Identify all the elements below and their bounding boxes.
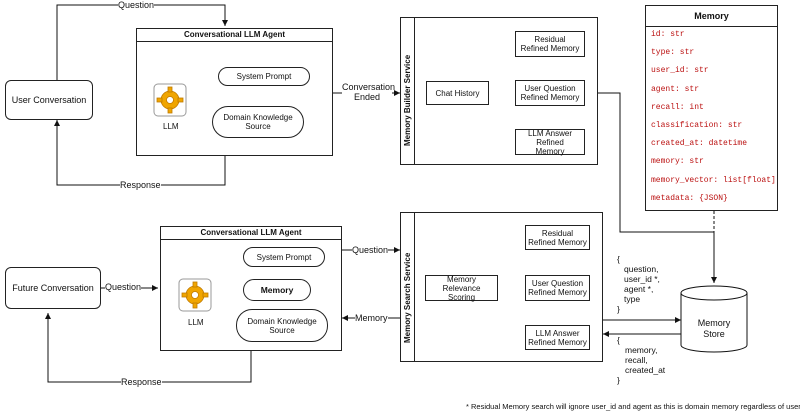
gear-icon: [178, 278, 212, 312]
chat-history-box: Chat History: [426, 81, 489, 105]
schema-field: created_at: datetime: [651, 139, 748, 149]
request-line: {: [617, 254, 620, 264]
builder-residual-box: Residual Refined Memory: [515, 31, 585, 57]
schema-field: recall: int: [651, 102, 704, 112]
agent-memory-label: Memory: [355, 313, 388, 323]
bottom-question-label: Question: [105, 282, 142, 292]
request-line: agent *,: [624, 284, 654, 294]
schema-field: agent: str: [651, 84, 700, 94]
schema-field: classification: str: [651, 121, 743, 130]
top-agent-title: Conversational LLM Agent: [137, 29, 332, 42]
gear-icon: [153, 83, 187, 117]
response-line: {: [617, 335, 620, 345]
schema-field: user_id: str: [651, 66, 709, 76]
memory-store-label: Memory Store: [697, 318, 731, 339]
top-llm-label: LLM: [163, 122, 179, 131]
agent-question-label: Question: [352, 245, 389, 255]
schema-field: id: str: [651, 30, 685, 39]
search-service-title: Memory Search Service: [403, 252, 412, 343]
schema-field: metadata: {JSON}: [651, 193, 728, 203]
top-domain-knowledge: Domain Knowledge Source: [212, 106, 304, 138]
bottom-response-label: Response: [121, 377, 162, 387]
future-conversation-box: Future Conversation: [5, 267, 101, 309]
memory-schema-table: Memory id: str type: str user_id: str agent…: [645, 5, 778, 211]
builder-llm-answer-box: LLM Answer Refined Memory: [515, 129, 585, 156]
footnote: * Residual Memory search will ignore use…: [466, 402, 800, 411]
bottom-memory-pill: Memory: [243, 279, 311, 301]
store-response-payload: { memory, recall, created_at }: [617, 335, 665, 385]
bottom-agent-title: Conversational LLM Agent: [161, 227, 341, 240]
top-response-label: Response: [120, 180, 161, 190]
response-line: recall,: [625, 355, 648, 365]
search-user-question-box: User Question Refined Memory: [525, 275, 590, 301]
builder-service-band: [401, 18, 415, 164]
relevance-scoring-box: Memory Relevance Scoring: [425, 275, 498, 302]
request-line: user_id *,: [624, 274, 660, 284]
schema-field: type: str: [651, 48, 695, 58]
bottom-llm-label: LLM: [188, 318, 204, 327]
builder-user-question-box: User Question Refined Memory: [515, 80, 585, 106]
request-line: type: [624, 294, 641, 304]
store-request-payload: { question, user_id *, agent *, type }: [617, 254, 660, 314]
response-line: }: [617, 375, 620, 385]
request-line: }: [617, 304, 620, 314]
conversation-ended-label: Conversation Ended: [342, 82, 396, 102]
search-llm-answer-box: LLM Answer Refined Memory: [525, 325, 590, 350]
top-question-label: Question: [118, 0, 155, 10]
search-service-band: [401, 213, 415, 361]
request-line: question,: [624, 264, 659, 274]
schema-title: Memory: [646, 6, 777, 27]
user-conversation-label: User Conversation: [11, 95, 87, 105]
future-conversation-label: Future Conversation: [12, 283, 94, 293]
builder-service-title: Memory Builder Service: [403, 54, 412, 146]
user-conversation-box: User Conversation: [5, 80, 93, 120]
bottom-system-prompt: System Prompt: [243, 247, 325, 267]
response-line: memory,: [625, 345, 658, 355]
search-residual-box: Residual Refined Memory: [525, 225, 590, 250]
top-system-prompt: System Prompt: [218, 67, 310, 86]
schema-field: memory: str: [651, 157, 704, 167]
schema-field: memory_vector: list[float]: [651, 175, 776, 185]
bottom-domain-knowledge: Domain Knowledge Source: [236, 309, 328, 342]
memory-store-cylinder: [680, 285, 748, 353]
response-line: created_at: [625, 365, 666, 375]
